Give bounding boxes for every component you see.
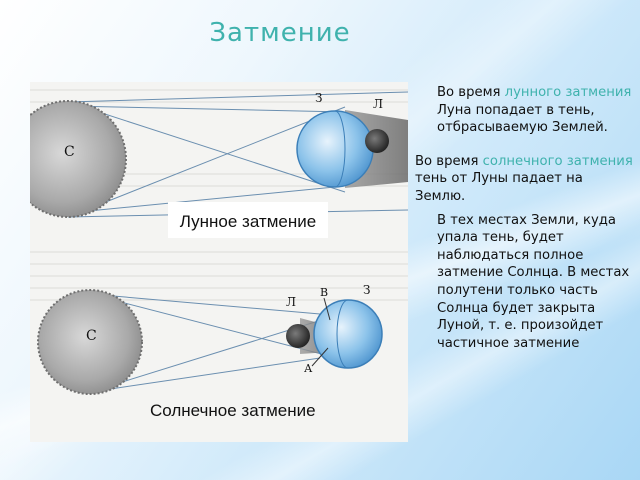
solar-moon-label: Л (286, 295, 296, 309)
explanation-text: Во время лунного затмения Луна попадает … (415, 84, 637, 352)
eclipse-diagram: С З Л Лунное затмение С (30, 89, 408, 420)
page-title: Затмение (209, 18, 351, 48)
lunar-moon-label: Л (373, 97, 383, 111)
p1-start: Во время (437, 85, 505, 100)
lunar-earth (296, 110, 374, 188)
solar-eclipse-paragraph: Во время солнечного затмения тень от Лун… (415, 153, 637, 206)
shadow-paragraph: В тех местах Земли, куда упала тень, буд… (437, 212, 630, 351)
solar-eclipse-diagram: С Л В З А Солнечное затмение (37, 283, 383, 420)
lunar-caption: Лунное затмение (180, 212, 316, 231)
p2-start: Во время (415, 153, 483, 169)
lunar-rays (67, 91, 408, 218)
solar-label-a-pointer (311, 347, 329, 367)
solar-caption: Солнечное затмение (150, 401, 316, 420)
lunar-eclipse-term: лунного затмения (504, 85, 632, 100)
lunar-earth-label: З (315, 91, 322, 105)
solar-label-b-pointer (323, 297, 331, 321)
lunar-moon (365, 129, 389, 153)
p2-end: тень от Луны падает на Землю. (415, 171, 583, 204)
solar-sun-label: С (86, 328, 97, 344)
lunar-caption-box (168, 202, 328, 238)
solar-sun (37, 289, 143, 395)
solar-label-b: В (320, 286, 328, 299)
solar-label-a: А (304, 362, 313, 375)
lunar-eclipse-paragraph: Во время лунного затмения Луна попадает … (415, 84, 637, 137)
p1-end: Луна попадает в тень, отбрасываемую Земл… (437, 102, 608, 136)
solar-earth-label: З (363, 283, 370, 297)
lunar-sun (30, 100, 127, 218)
eclipse-figure: С З Л Лунное затмение С (30, 82, 408, 442)
solar-eclipse-term: солнечного затмения (482, 153, 633, 169)
solar-moon (286, 324, 310, 348)
lunar-sun-label: С (64, 144, 75, 160)
solar-earth-meridian (336, 299, 349, 369)
solar-earth (313, 299, 383, 369)
lunar-earth-meridian (334, 110, 346, 188)
lunar-eclipse-diagram: С З Л Лунное затмение (30, 91, 408, 238)
